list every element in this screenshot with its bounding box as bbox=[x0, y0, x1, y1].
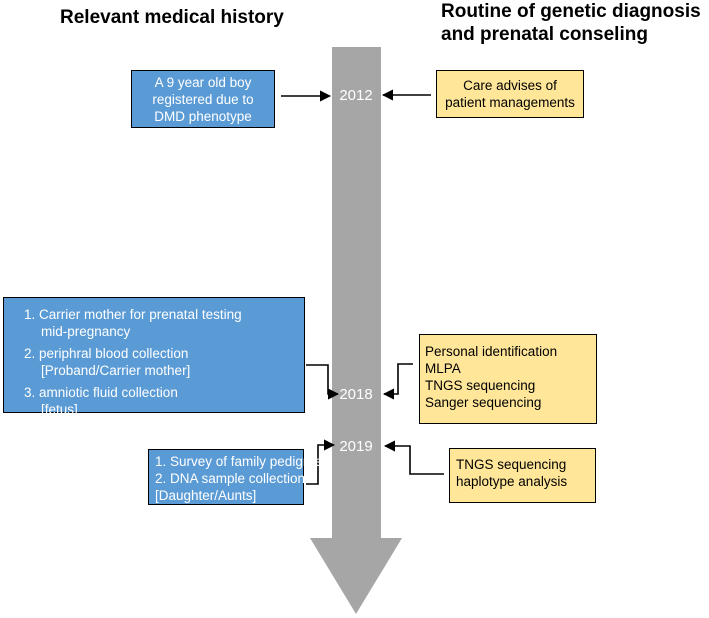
year-label-2019: 2019 bbox=[339, 438, 373, 455]
history-2012-line: registered due to bbox=[152, 92, 254, 107]
history-2019-line: 1. Survey of family pedigree bbox=[155, 454, 323, 469]
connector-2018-left bbox=[306, 364, 340, 400]
history-2018-line: [fetus] bbox=[41, 402, 78, 417]
routine-2018-line: TNGS sequencing bbox=[425, 378, 536, 393]
history-2012-line: DMD phenotype bbox=[154, 109, 252, 124]
year-label-2012: 2012 bbox=[339, 87, 373, 104]
history-2018-line: 2. periphral blood collection bbox=[24, 346, 189, 361]
left-column-heading: Relevant medical history bbox=[60, 7, 284, 28]
history-2019-line: 2. DNA sample collection bbox=[155, 471, 306, 486]
history-box-2012: A 9 year old boy registered due to DMD p… bbox=[131, 70, 275, 128]
right-heading-line-1: Routine of genetic diagnosis bbox=[441, 1, 701, 22]
routine-2019-line: TNGS sequencing bbox=[456, 457, 567, 472]
year-label-2018: 2018 bbox=[339, 386, 373, 403]
history-box-2018: 1. Carrier mother for prenatal testing m… bbox=[3, 297, 305, 417]
routine-box-2012: Care advises of patient managements bbox=[436, 70, 584, 118]
routine-2019-line: haplotype analysis bbox=[456, 474, 568, 489]
history-2018-line: 1. Carrier mother for prenatal testing bbox=[24, 307, 242, 322]
routine-2012-line: Care advises of bbox=[463, 78, 557, 93]
history-2018-line: mid-pregnancy bbox=[41, 324, 131, 339]
timeline-arrow bbox=[310, 47, 402, 614]
right-heading-line-2: and prenatal conseling bbox=[441, 24, 648, 45]
routine-box-2019: TNGS sequencing haplotype analysis bbox=[449, 448, 596, 503]
connector-2019-left bbox=[306, 439, 336, 485]
routine-2018-line: MLPA bbox=[425, 361, 461, 376]
routine-2018-line: Sanger sequencing bbox=[425, 395, 542, 410]
connector-2018-right bbox=[382, 363, 413, 400]
history-2018-line: [Proband/Carrier mother] bbox=[41, 363, 191, 378]
connector-2019-right bbox=[383, 440, 444, 475]
right-column-heading: Routine of genetic diagnosis and prenata… bbox=[441, 0, 706, 46]
history-2012-line: A 9 year old boy bbox=[154, 75, 252, 90]
history-2019-line: [Daughter/Aunts] bbox=[155, 488, 257, 503]
history-box-2019: 1. Survey of family pedigree 2. DNA samp… bbox=[148, 449, 323, 505]
routine-2018-line: Personal identification bbox=[425, 344, 558, 359]
history-2018-line: 3. amniotic fluid collection bbox=[24, 385, 178, 400]
routine-2012-line: patient managements bbox=[445, 95, 575, 110]
routine-box-2018: Personal identification MLPA TNGS sequen… bbox=[419, 334, 597, 424]
